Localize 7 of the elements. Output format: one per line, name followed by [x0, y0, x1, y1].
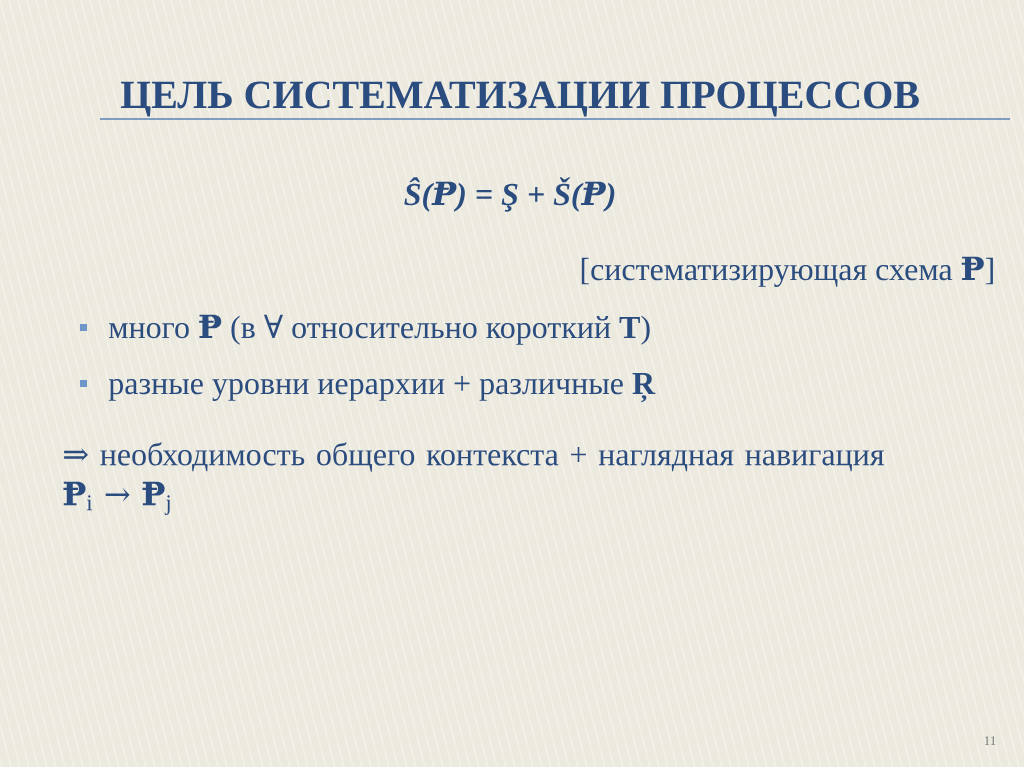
conclusion-text: ⇒ необходимость общего контекста + наглядная навигация Ᵽ$_{i}$ → Ᵽ$_{j}$ — [63, 442, 884, 515]
title: ЦЕЛЬ СИСТЕМАТИЗАЦИИ ПРОЦЕССОВ — [120, 81, 919, 117]
bullet-item: разные уровни иерархии + различные Ŗ — [80, 373, 656, 403]
page-number: 11 — [984, 736, 996, 745]
note-text: [систематизирующая схема Ᵽ] — [581, 256, 993, 287]
formula-text: Ŝ(Ᵽ) = Ş + Š(Ᵽ) — [404, 177, 615, 212]
bullet-item: много Ᵽ (в ∀ относительно короткий T) — [80, 314, 650, 345]
